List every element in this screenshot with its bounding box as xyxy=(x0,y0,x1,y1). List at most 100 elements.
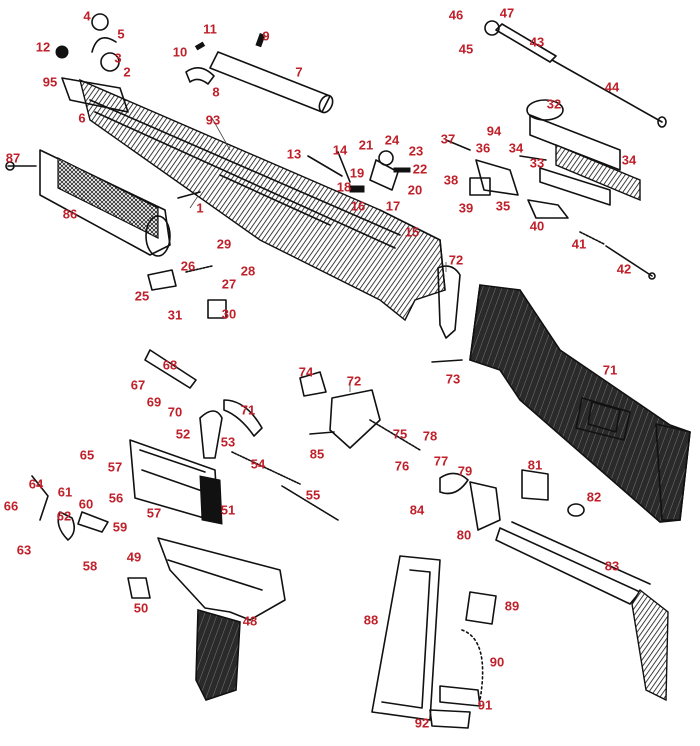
part-number-label: 42 xyxy=(616,261,632,277)
part-number-label: 26 xyxy=(180,258,196,274)
part-number-label: 83 xyxy=(604,558,620,574)
part-number-label: 68 xyxy=(162,357,178,373)
sear-part xyxy=(144,349,197,389)
cocking-handle-parts xyxy=(307,150,411,193)
part-number-label: 71 xyxy=(602,362,618,378)
part-number-label: 25 xyxy=(134,288,150,304)
magazine-internals xyxy=(429,591,497,729)
part-number-label: 72 xyxy=(448,252,464,268)
part-number-label: 86 xyxy=(62,206,78,222)
front-sight-assembly xyxy=(55,13,129,113)
part-number-label: 52 xyxy=(175,426,191,442)
part-number-label: 24 xyxy=(384,132,400,148)
part-number-label: 51 xyxy=(220,502,236,518)
part-number-label: 87 xyxy=(5,150,21,166)
part-number-label: 54 xyxy=(250,456,266,472)
recoil-spring xyxy=(484,20,667,128)
retractable-stock xyxy=(495,521,669,702)
part-number-label: 82 xyxy=(586,489,602,505)
leader-lines xyxy=(189,117,447,392)
small-parts-left xyxy=(31,265,227,599)
trigger-group xyxy=(129,439,223,525)
part-number-label: 93 xyxy=(205,112,221,128)
part-number-label: 48 xyxy=(242,613,258,629)
part-number-label: 60 xyxy=(78,496,94,512)
cocking-tube xyxy=(185,33,334,114)
part-number-label: 72 xyxy=(346,373,362,389)
pin-part xyxy=(177,191,201,199)
spring-part xyxy=(281,485,339,521)
part-number-label: 13 xyxy=(286,146,302,162)
part-number-label: 66 xyxy=(3,498,19,514)
part-number-label: 43 xyxy=(529,34,545,50)
part-number-label: 9 xyxy=(262,28,270,44)
catch-part xyxy=(223,399,263,437)
part-number-label: 2 xyxy=(123,64,131,80)
hammer-part xyxy=(199,410,223,459)
part-number-label: 6 xyxy=(78,110,86,126)
part-number-label: 84 xyxy=(409,502,425,518)
part-number-label: 28 xyxy=(240,263,256,279)
part-number-label: 69 xyxy=(146,394,162,410)
part-number-label: 92 xyxy=(414,715,430,731)
part-number-label: 39 xyxy=(458,200,474,216)
part-number-label: 15 xyxy=(404,224,420,240)
bolt-head-parts xyxy=(445,139,547,196)
part-number-label: 58 xyxy=(82,558,98,574)
part-number-label: 11 xyxy=(203,21,217,37)
part-number-label: 80 xyxy=(456,527,472,543)
part-number-label: 57 xyxy=(107,459,123,475)
part-number-label: 34 xyxy=(508,140,524,156)
part-number-label: 29 xyxy=(216,236,232,252)
part-number-label: 53 xyxy=(220,434,236,450)
trigger-spring xyxy=(231,451,301,485)
bolt-carrier xyxy=(526,99,641,206)
part-number-label: 75 xyxy=(392,426,408,442)
part-number-label: 8 xyxy=(212,84,220,100)
part-number-label: 23 xyxy=(408,143,424,159)
part-number-label: 67 xyxy=(130,377,146,393)
part-number-label: 10 xyxy=(172,44,188,60)
part-number-label: 14 xyxy=(332,142,348,158)
buttplate-clip xyxy=(437,265,461,339)
part-number-label: 63 xyxy=(16,542,32,558)
part-number-label: 49 xyxy=(126,549,142,565)
part-number-label: 59 xyxy=(112,519,128,535)
part-number-label: 95 xyxy=(42,74,58,90)
part-number-label: 46 xyxy=(448,7,464,23)
part-number-label: 33 xyxy=(529,155,545,171)
handguard-part xyxy=(5,149,171,257)
part-number-label: 50 xyxy=(133,600,149,616)
receiver-part xyxy=(78,78,446,322)
part-number-label: 22 xyxy=(412,161,428,177)
part-number-label: 37 xyxy=(440,131,456,147)
part-number-label: 27 xyxy=(221,276,237,292)
part-number-label: 31 xyxy=(167,307,183,323)
part-number-label: 56 xyxy=(108,490,124,506)
part-number-label: 38 xyxy=(443,172,459,188)
part-number-label: 64 xyxy=(28,476,44,492)
part-number-label: 32 xyxy=(546,96,562,112)
part-number-label: 81 xyxy=(527,457,543,473)
part-number-label: 74 xyxy=(298,364,314,380)
part-number-label: 3 xyxy=(114,50,122,66)
part-number-label: 30 xyxy=(221,306,237,322)
part-number-label: 55 xyxy=(305,487,321,503)
firing-pin-parts xyxy=(527,199,656,280)
part-number-label: 34 xyxy=(621,152,637,168)
part-number-label: 35 xyxy=(495,198,511,214)
part-number-label: 90 xyxy=(489,654,505,670)
part-number-label: 71 xyxy=(240,402,256,418)
stock-pin xyxy=(431,359,463,363)
part-number-label: 57 xyxy=(146,505,162,521)
trigger-housing xyxy=(157,537,286,701)
part-number-label: 17 xyxy=(385,198,401,214)
part-number-label: 12 xyxy=(35,39,51,55)
buttstock xyxy=(469,284,691,523)
part-number-label: 89 xyxy=(504,598,520,614)
part-number-label: 70 xyxy=(167,404,183,420)
part-number-label: 41 xyxy=(571,236,587,252)
part-number-label: 62 xyxy=(56,508,72,524)
